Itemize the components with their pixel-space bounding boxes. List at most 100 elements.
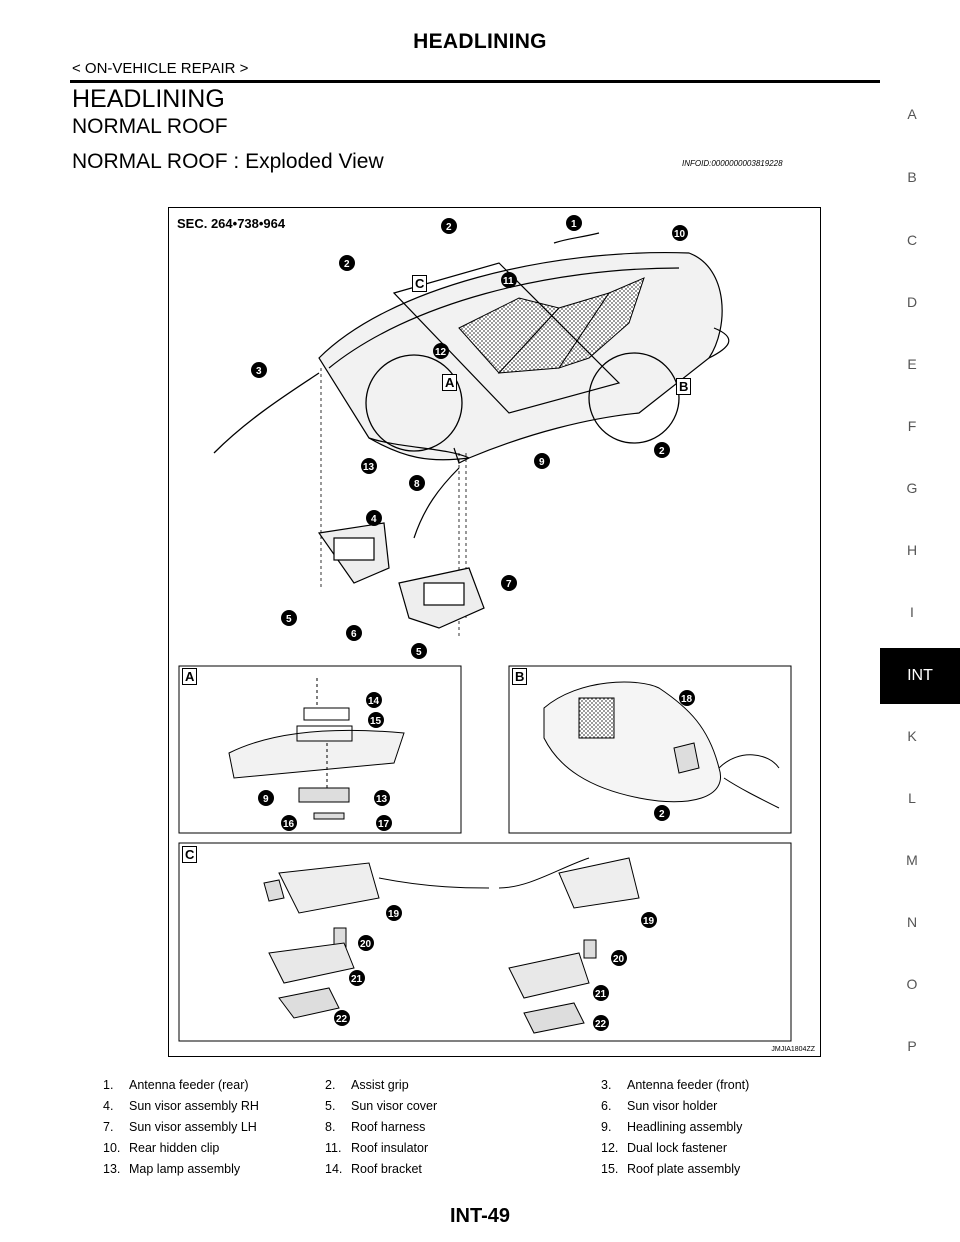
svg-text:12: 12	[435, 347, 447, 358]
legend-number: 6.	[601, 1099, 612, 1113]
exploded-view-figure: 1 2 2 2 2 3 4 5 5 6 7 8 9 9 10 11 12 13 …	[168, 207, 821, 1057]
legend-label: Map lamp assembly	[129, 1162, 241, 1176]
header-rule	[70, 80, 880, 83]
legend-row: 4. Sun visor assembly RH 5. Sun visor cove…	[103, 1099, 843, 1120]
svg-text:13: 13	[376, 794, 388, 805]
legend-label: Headlining assembly	[627, 1120, 743, 1134]
detail-b-drawing	[543, 681, 780, 809]
legend-label: Dual lock fastener	[627, 1141, 728, 1155]
svg-text:22: 22	[595, 1019, 607, 1030]
legend-label: Sun visor assembly LH	[129, 1120, 257, 1134]
svg-text:19: 19	[643, 916, 655, 927]
heading-level-3: NORMAL ROOF : Exploded View	[72, 150, 384, 173]
svg-text:19: 19	[388, 909, 400, 920]
svg-text:15: 15	[370, 716, 382, 727]
svg-text:9: 9	[263, 794, 269, 805]
legend-number: 13.	[103, 1162, 121, 1176]
heading-level-1: HEADLINING	[72, 85, 225, 113]
legend-number: 3.	[601, 1078, 612, 1092]
svg-text:16: 16	[283, 819, 295, 830]
legend-label: Rear hidden clip	[129, 1141, 220, 1155]
legend-number: 11.	[325, 1141, 342, 1155]
roof-insulator-panels	[458, 277, 645, 374]
legend-number: 1.	[103, 1078, 114, 1092]
info-id: INFOID:0000000003819228	[682, 159, 783, 168]
svg-text:2: 2	[659, 809, 665, 820]
legend-row: 10. Rear hidden clip 11. Roof insulator 12…	[103, 1141, 843, 1162]
legend-number: 7.	[103, 1120, 114, 1134]
svg-text:5: 5	[286, 614, 292, 625]
legend-label: Antenna feeder (rear)	[129, 1078, 249, 1092]
side-index-letter[interactable]: O	[906, 976, 918, 992]
exploded-view-drawing: 1 2 2 2 2 3 4 5 5 6 7 8 9 9 10 11 12 13 …	[178, 215, 792, 1042]
legend-number: 15.	[601, 1162, 619, 1176]
svg-text:14: 14	[368, 696, 380, 707]
side-index-active-tab[interactable]: INT	[880, 648, 960, 704]
side-index-letter[interactable]: L	[908, 790, 916, 806]
detail-a-drawing	[228, 678, 405, 820]
section-code: SEC. 264•738•964	[177, 216, 286, 231]
side-index-letter[interactable]: K	[907, 728, 917, 744]
legend-row: 7. Sun visor assembly LH 8. Roof harness 9…	[103, 1120, 843, 1141]
side-index-letter[interactable]: D	[906, 294, 918, 310]
sun-visor-drawings	[317, 522, 485, 629]
svg-text:5: 5	[416, 647, 422, 658]
svg-text:3: 3	[256, 366, 262, 377]
side-index-letter[interactable]: E	[907, 356, 917, 372]
legend-label: Sun visor holder	[627, 1099, 718, 1113]
legend-number: 9.	[601, 1120, 612, 1134]
legend-label: Antenna feeder (front)	[627, 1078, 750, 1092]
legend-number: 8.	[325, 1120, 336, 1134]
heading-level-2: NORMAL ROOF	[72, 115, 228, 138]
legend-label: Sun visor cover	[351, 1099, 438, 1113]
legend-label: Roof harness	[351, 1120, 426, 1134]
svg-text:20: 20	[360, 939, 372, 950]
svg-text:4: 4	[371, 514, 377, 525]
svg-text:18: 18	[681, 694, 693, 705]
svg-text:17: 17	[378, 819, 390, 830]
detail-label-a-callout: A	[442, 374, 458, 391]
part-callouts: 1 2 2 2 2 3 4 5 5 6 7 8 9 9 10 11 12 13 …	[251, 215, 695, 1031]
svg-text:6: 6	[351, 629, 357, 640]
legend-label: Sun visor assembly RH	[129, 1099, 259, 1113]
svg-text:7: 7	[506, 579, 512, 590]
svg-text:21: 21	[595, 989, 607, 1000]
page-number: INT-49	[449, 1205, 511, 1227]
side-index-letter[interactable]: F	[907, 418, 917, 434]
svg-text:13: 13	[363, 462, 375, 473]
section-breadcrumb: < ON-VEHICLE REPAIR >	[72, 60, 249, 77]
legend-number: 5.	[325, 1099, 336, 1113]
side-index-letter[interactable]: A	[907, 106, 917, 122]
side-index-letter[interactable]: H	[906, 542, 918, 558]
legend-label: Roof plate assembly	[627, 1162, 741, 1176]
svg-text:20: 20	[613, 954, 625, 965]
svg-text:9: 9	[539, 457, 545, 468]
legend-row: 1.Antenna feeder (rear) 2.Assist grip 3.…	[103, 1078, 843, 1099]
side-index-letter[interactable]: B	[907, 169, 917, 185]
legend-label: Roof insulator	[351, 1141, 429, 1155]
side-index-letter[interactable]: N	[906, 914, 918, 930]
page-header-title: HEADLINING	[413, 30, 547, 53]
svg-text:2: 2	[344, 259, 350, 270]
legend-number: 14.	[325, 1162, 343, 1176]
side-index-letter[interactable]: I	[910, 604, 914, 620]
svg-text:11: 11	[503, 276, 514, 287]
svg-text:2: 2	[659, 446, 665, 457]
detail-label-b-callout: B	[676, 378, 692, 395]
detail-label-c-callout: C	[412, 275, 428, 292]
side-index-letter[interactable]: G	[906, 480, 918, 496]
detail-label-a: A	[182, 668, 198, 685]
figure-code: JMJIA1804ZZ	[771, 1046, 815, 1053]
side-index-letter[interactable]: M	[906, 852, 918, 868]
side-index-letter[interactable]: C	[906, 232, 918, 248]
detail-c-drawing	[263, 857, 640, 1034]
parts-legend: 1.Antenna feeder (rear) 2.Assist grip 3.…	[103, 1078, 843, 1183]
legend-row: 13.Map lamp assembly 14.Roof bracket 15.…	[103, 1162, 843, 1183]
side-index-letter[interactable]: P	[907, 1038, 917, 1054]
legend-number: 12.	[601, 1141, 619, 1155]
side-index: A B C D E F G H I INT K L M N O P	[880, 0, 960, 1242]
legend-number: 10.	[103, 1141, 121, 1155]
legend-number: 4.	[103, 1099, 114, 1113]
svg-text:1: 1	[571, 219, 577, 230]
svg-text:2: 2	[446, 222, 452, 233]
